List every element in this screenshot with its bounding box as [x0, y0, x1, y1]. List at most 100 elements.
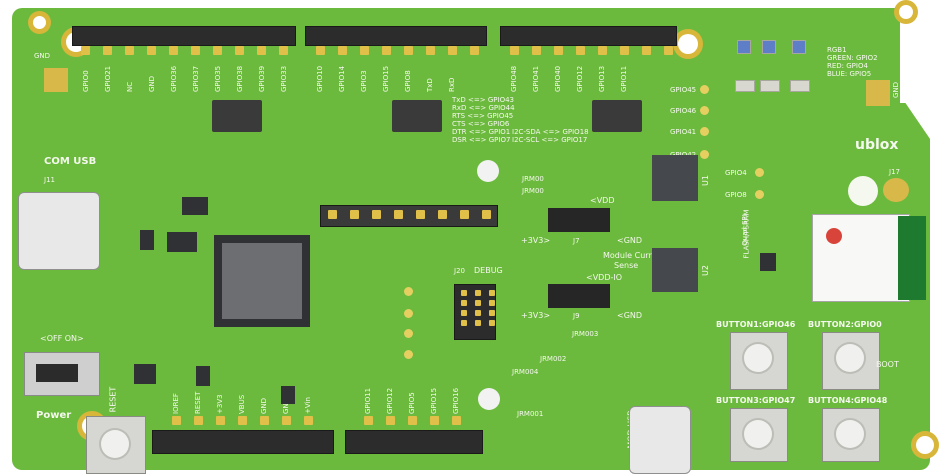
module-current-label: Module Current [603, 251, 665, 260]
gnd-label: <GND [617, 311, 643, 320]
test-point [755, 190, 764, 199]
test-point [404, 287, 413, 296]
reset-label: RESET [108, 386, 118, 413]
pin-label: RxD [448, 77, 456, 92]
socket-header[interactable] [320, 205, 498, 227]
socket-pins [328, 210, 491, 219]
pin-label: GPIO36 [170, 65, 178, 92]
vdd-io-label: <VDD-IO [586, 273, 623, 282]
button-label: BUTTON4:GPIO48 [808, 396, 888, 405]
pin-label: TxD [426, 78, 434, 92]
pin-label: GPIO11 [620, 65, 628, 92]
pin-label: GPIO48 [510, 65, 518, 92]
pin-label: GPIO10 [316, 65, 324, 92]
module-antenna [898, 216, 926, 300]
j11-label: J11 [44, 176, 55, 184]
pin-label: GPIO12 [386, 387, 394, 414]
silk-line: RGB1 [827, 46, 847, 54]
jumper-j9[interactable] [548, 284, 610, 308]
reset-button-body[interactable] [86, 416, 146, 474]
plus3v3-label: +3V3> [521, 311, 551, 320]
pin-header-bottom-2[interactable] [345, 430, 483, 454]
silk-line: RTS <=> GPIO45 [452, 112, 514, 120]
header-pins [172, 416, 313, 425]
j7-label: J7 [573, 237, 580, 245]
button-label: BUTTON1:GPIO46 [716, 320, 796, 329]
regulator-ic [167, 232, 197, 252]
mounting-hole [477, 160, 499, 182]
j17-label: J17 [889, 168, 900, 176]
user-button[interactable] [744, 344, 772, 372]
chip-die [222, 243, 302, 319]
nora-module [812, 214, 910, 302]
pin-label: GPIO12 [576, 65, 584, 92]
pin-label: GPIO8 [404, 70, 412, 92]
pin-label: GPIO3 [360, 70, 368, 92]
user-button-body[interactable] [730, 332, 788, 390]
jumper-pad-label: JRM00 [522, 175, 544, 183]
ic-small [182, 197, 208, 215]
gpio-label: GPIO46 [670, 107, 697, 115]
power-label: Power [36, 410, 72, 421]
silk-line: I2C-SCL <=> GPIO17 [512, 136, 588, 144]
pin-label: GND [260, 397, 268, 414]
ublox-logo [848, 176, 878, 206]
pin-label: VBUS [238, 394, 246, 414]
pin-header-top-2[interactable] [305, 26, 487, 46]
flash-psram-label: FLASH/PSRAM [742, 209, 751, 259]
pin-label: GPIO35 [214, 65, 222, 92]
ic-small [760, 253, 776, 271]
pin-label: GPIO33 [280, 65, 288, 92]
pin-label: GPIO14 [338, 65, 346, 92]
test-point [755, 168, 764, 177]
jumper-pad-label: JRM003 [572, 330, 599, 338]
pin-label: +3V3 [216, 394, 224, 414]
resistor [760, 80, 780, 92]
pin-label: GPIO40 [554, 65, 562, 92]
test-point [404, 350, 413, 359]
silk-line: CTS <=> GPIO6 [452, 120, 510, 128]
gnd-label: GND [34, 52, 51, 60]
test-point [700, 106, 709, 115]
pin-label: GND [148, 75, 156, 92]
header-pins [81, 46, 288, 55]
user-button[interactable] [836, 420, 864, 448]
silk-line: I2C-SDA <=> GPIO18 [512, 128, 589, 136]
jumper-pad-label: JRM001 [517, 410, 544, 418]
psram-chip-u2 [652, 248, 698, 292]
user-button[interactable] [744, 420, 772, 448]
level-shifter-ic [392, 100, 442, 132]
level-shifter-ic [212, 100, 262, 132]
off-on-label: <OFF ON> [40, 334, 84, 343]
switch-slider[interactable] [36, 364, 78, 382]
pin-header-bottom-1[interactable] [152, 430, 334, 454]
pin-label: IOREF [172, 393, 180, 414]
pin-header-top-3[interactable] [500, 26, 677, 46]
ic-small [196, 366, 210, 386]
j9-label: J9 [573, 312, 580, 320]
pin-label: +Vin [304, 397, 312, 414]
pin-label: NC [126, 81, 134, 92]
gpio-label: GPIO4 [725, 169, 747, 177]
pin-header-top-1[interactable] [72, 26, 296, 46]
mod-usb-port[interactable] [629, 406, 691, 474]
resistor [790, 80, 810, 92]
jumper-j7[interactable] [548, 208, 610, 232]
pin-label: GPIO38 [236, 65, 244, 92]
header-pins [510, 46, 673, 55]
pin-label: GPIO41 [532, 65, 540, 92]
com-usb-port[interactable] [18, 192, 100, 270]
reset-button[interactable] [101, 430, 129, 458]
header-pins [364, 416, 461, 425]
test-point [404, 309, 413, 318]
user-button[interactable] [836, 344, 864, 372]
gnd-pad [44, 68, 68, 92]
antenna-connector[interactable] [883, 178, 909, 202]
rgb-led [737, 40, 751, 54]
u2-label: U2 [700, 265, 710, 276]
pin-label: GPIO11 [364, 387, 372, 414]
jumper-pad-label: JRM004 [512, 368, 539, 376]
